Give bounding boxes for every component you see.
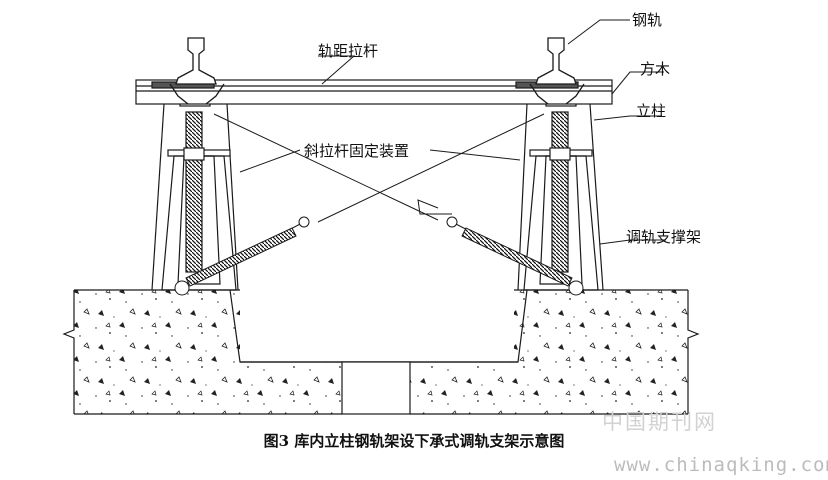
left-turnbuckle xyxy=(174,216,310,296)
leader-lines xyxy=(239,19,666,245)
label-bracket: 调轨支撑架 xyxy=(626,228,702,246)
pit xyxy=(229,289,528,415)
ground-slab xyxy=(62,289,700,415)
label-gauge-rod: 轨距拉杆 xyxy=(318,42,379,60)
label-diagonal-device: 斜拉杆固定装置 xyxy=(304,142,410,160)
right-rail xyxy=(529,37,585,105)
label-rail: 钢轨 xyxy=(632,11,663,29)
right-turnbuckle xyxy=(446,216,584,296)
left-screw-rod xyxy=(185,111,203,273)
left-rail xyxy=(169,37,225,105)
label-timber: 方木 xyxy=(640,60,671,78)
label-column: 立柱 xyxy=(636,102,667,120)
watermark-url: www.chinaqking.com xyxy=(614,454,828,476)
figure-caption: 图3 库内立柱钢轨架设下承式调轨支架示意图 xyxy=(263,432,565,450)
watermark-cn: 中国期刊网 xyxy=(602,410,717,434)
right-screw-rod xyxy=(551,111,569,273)
